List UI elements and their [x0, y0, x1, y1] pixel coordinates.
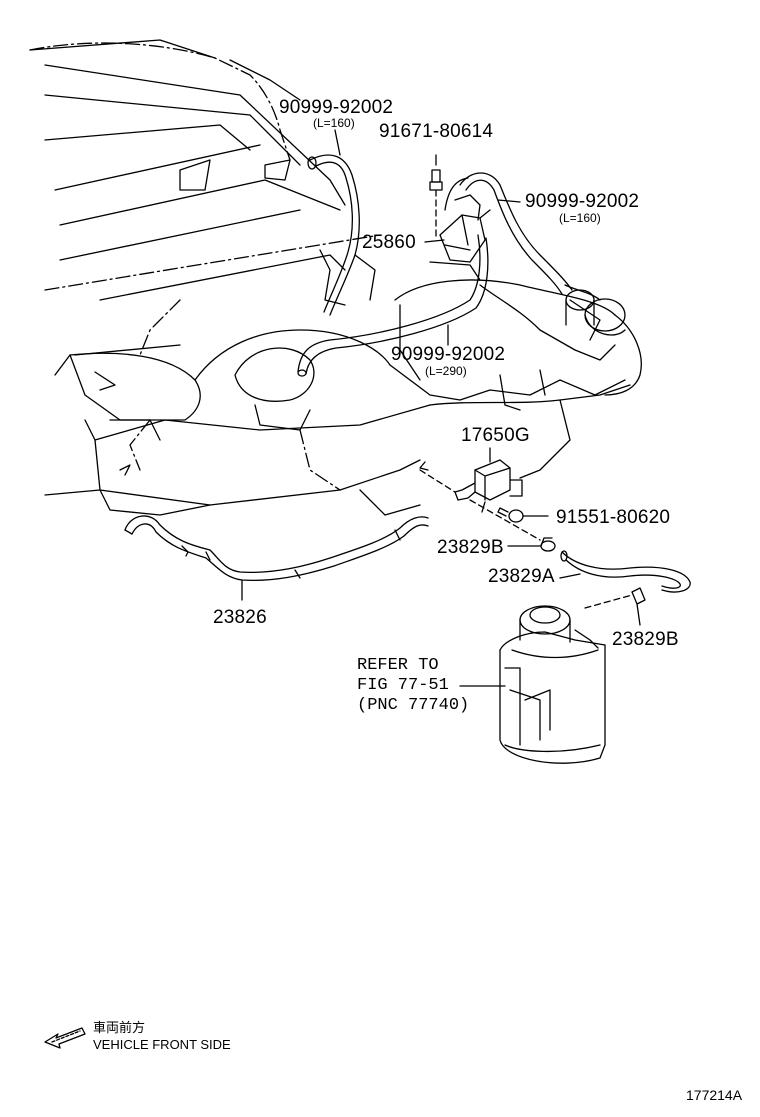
hose-23829a [559, 550, 691, 593]
label-hose-right: 90999-92002 [525, 191, 640, 212]
front-arrow-icon [44, 1027, 86, 1049]
label-clamp-right: 23829B [612, 629, 679, 650]
label-vsv-25860: 25860 [362, 232, 416, 253]
engine-cover-outline [29, 39, 381, 356]
label-clamp-left: 23829B [437, 537, 504, 558]
label-hose-top-left: 90999-92002 [279, 97, 394, 118]
clamp-23829b-right [584, 587, 646, 626]
direction-label-en: VEHICLE FRONT SIDE [93, 1037, 231, 1052]
label-hose-middle-length: (L=290) [425, 364, 467, 378]
intake-manifold-outline [44, 279, 642, 516]
hose-23826 [124, 515, 429, 601]
vsv-17650g [419, 447, 523, 513]
label-hose-23829a: 23829A [488, 566, 555, 587]
label-bolt-91671: 91671-80614 [379, 121, 494, 142]
bolt-91671 [429, 154, 443, 241]
direction-label-jp: 車両前方 [93, 1020, 146, 1035]
hose-middle [297, 234, 489, 377]
throttle-body-outline [565, 289, 626, 336]
label-hose-right-length: (L=160) [559, 211, 601, 225]
clamp-23829b-left [469, 499, 556, 552]
reference-note: REFER TO FIG 77-51 (PNC 77740) [357, 656, 470, 715]
label-bolt-91551: 91551-80620 [556, 507, 671, 528]
hose-top-left [307, 129, 360, 316]
figure-number: 177214A [686, 1087, 743, 1103]
label-hose-23826: 23826 [213, 607, 267, 628]
label-hose-top-left-length: (L=160) [313, 116, 355, 130]
bolt-91551 [497, 507, 549, 523]
charcoal-canister [459, 605, 606, 764]
label-vsv-17650g: 17650G [461, 425, 530, 446]
hose-right [444, 172, 573, 295]
leader-lines-upper [424, 199, 521, 346]
label-hose-middle: 90999-92002 [391, 344, 506, 365]
vsv-25860 [429, 194, 491, 281]
